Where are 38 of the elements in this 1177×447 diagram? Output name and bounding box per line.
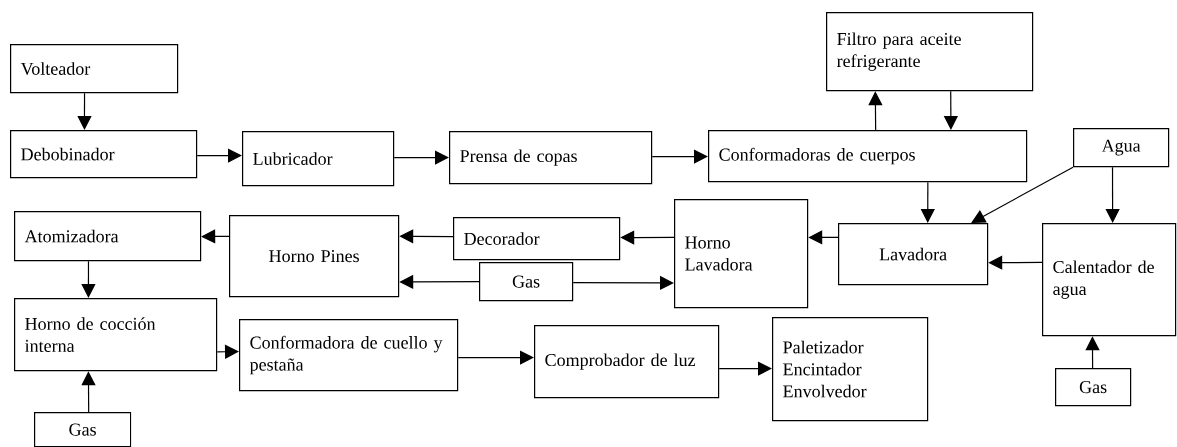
- arrow: [1085, 336, 1100, 369]
- process-box: Paletizador Encintador Envolvedor: [772, 317, 929, 422]
- arrow: [81, 260, 96, 298]
- process-box: Conformadoras de cuerpos: [708, 130, 1028, 183]
- process-box: Gas: [479, 262, 574, 302]
- process-box: Volteador: [10, 44, 179, 94]
- arrow: [988, 255, 1043, 270]
- arrow: [81, 371, 96, 413]
- process-box: Lavadora: [838, 223, 989, 286]
- arrow: [457, 350, 534, 365]
- process-box: Gas: [1055, 368, 1132, 407]
- process-box: Horno Lavadora: [674, 199, 809, 309]
- arrow: [808, 230, 839, 245]
- process-box: Lubricador: [242, 131, 395, 187]
- process-box: Comprobador de luz: [534, 325, 720, 399]
- arrow: [1105, 166, 1120, 223]
- process-box: Horno Pines: [229, 215, 400, 298]
- arrow: [77, 92, 92, 130]
- process-box: Agua: [1073, 128, 1170, 168]
- arrow: [971, 166, 1074, 223]
- arrow: [651, 149, 708, 164]
- arrow: [393, 150, 449, 165]
- arrow: [718, 361, 772, 376]
- arrow: [399, 229, 454, 244]
- process-box: Calentador de agua: [1042, 223, 1177, 337]
- process-box: Debobinador: [10, 130, 198, 179]
- process-box: Conformadora de cuello y pestaña: [239, 319, 459, 392]
- process-box: Horno de cocción interna: [14, 298, 218, 372]
- arrow: [620, 230, 675, 245]
- arrow: [216, 344, 239, 359]
- arrow: [868, 91, 883, 131]
- process-box: Filtro para aceite refrigerante: [826, 12, 1034, 92]
- arrow: [196, 148, 242, 163]
- process-box: Gas: [34, 412, 132, 447]
- process-box: Prensa de copas: [449, 131, 653, 185]
- arrow: [201, 229, 230, 244]
- process-box: Decorador: [453, 217, 621, 261]
- process-box: Atomizadora: [14, 211, 202, 262]
